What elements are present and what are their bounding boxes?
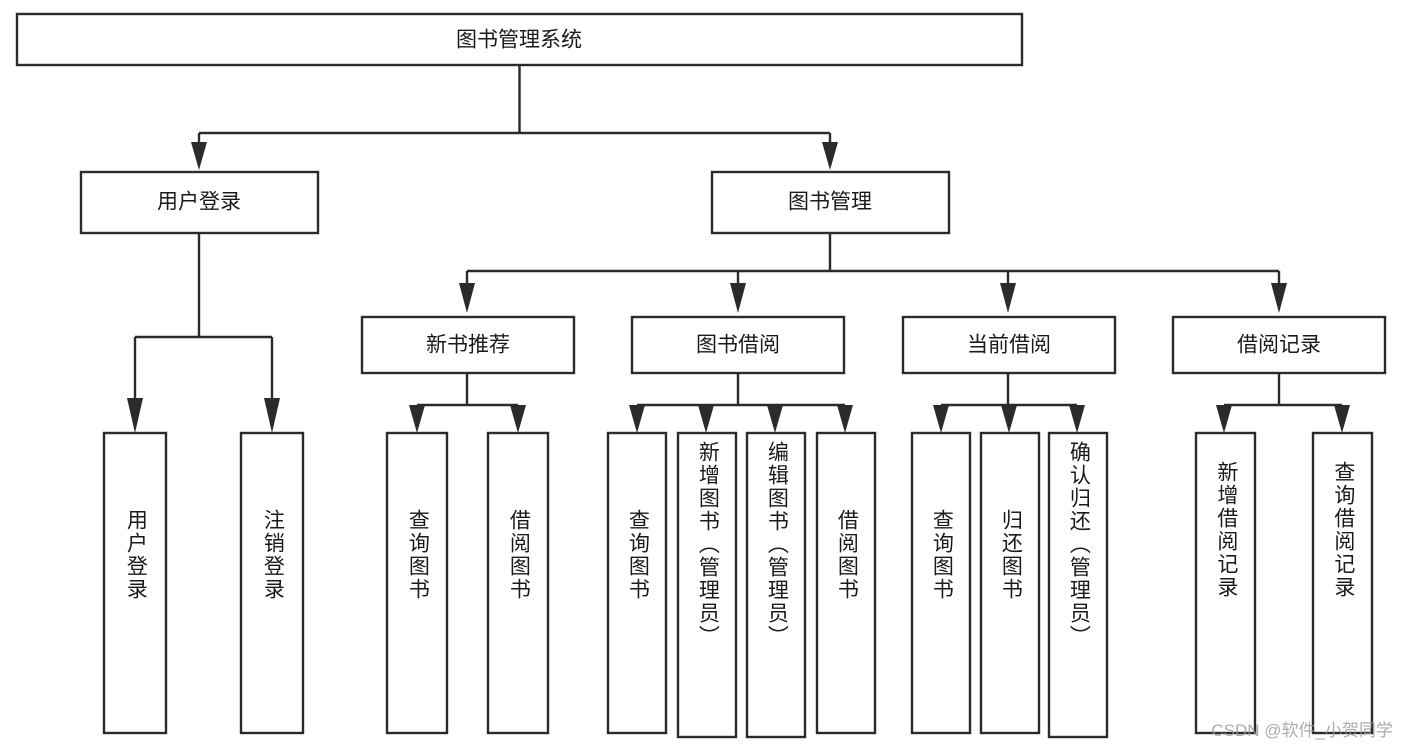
arrow-head-level3-3 — [1000, 283, 1016, 313]
connector-group-userlogin — [127, 233, 280, 433]
node-borrow-record[interactable]: 借阅记录 — [1171, 315, 1387, 375]
leaf-box-current-borrow-3[interactable] — [1047, 431, 1109, 739]
arrow-head-borrowrecord-leaf-1 — [1216, 405, 1232, 433]
connector-group-currentborrow — [933, 373, 1085, 433]
leaf-box-user-login-2[interactable] — [239, 431, 305, 735]
node-borrow-record-label: 借阅记录 — [1237, 334, 1321, 357]
node-current-borrow[interactable]: 当前借阅 — [901, 315, 1117, 375]
node-book-borrow-label: 图书借阅 — [696, 334, 780, 357]
arrow-head-borrowrecord-leaf-2 — [1334, 405, 1350, 433]
leaf-box-borrow-record-1[interactable] — [1194, 431, 1257, 735]
arrow-head-currentborrow-leaf-2 — [1001, 405, 1017, 433]
leaf-box-borrow-record-2[interactable] — [1311, 431, 1374, 735]
connector-group-borrowrecord — [1216, 373, 1350, 433]
leaf-box-book-borrow-4[interactable] — [815, 431, 877, 735]
arrow-head-userlogin — [191, 142, 207, 170]
node-root-label: 图书管理系统 — [456, 29, 582, 52]
leaf-box-user-login-1[interactable] — [102, 431, 168, 735]
node-new-book-recommend-label: 新书推荐 — [426, 334, 510, 357]
node-borrow-record-box[interactable] — [1171, 315, 1387, 375]
arrow-head-level3-1 — [459, 283, 475, 313]
arrow-head-userlogin-leaf-1 — [127, 398, 143, 433]
connector-group-newbook — [409, 373, 526, 433]
node-book-management-label: 图书管理 — [788, 191, 872, 214]
leaf-box-new-book-2[interactable] — [486, 431, 550, 735]
arrow-head-level3-4 — [1271, 283, 1287, 313]
arrow-head-userlogin-leaf-2 — [264, 398, 280, 433]
leaf-box-current-borrow-2[interactable] — [979, 431, 1041, 735]
leaf-box-new-book-1[interactable] — [385, 431, 449, 735]
node-current-borrow-label: 当前借阅 — [967, 334, 1051, 357]
arrow-head-bookborrow-leaf-1 — [629, 405, 645, 433]
connector-group-bookborrow — [629, 373, 853, 433]
node-user-login[interactable]: 用户登录 — [79, 170, 320, 235]
node-book-management[interactable]: 图书管理 — [710, 170, 951, 235]
arrow-head-bookborrow-leaf-4 — [837, 405, 853, 433]
node-book-management-box[interactable] — [710, 170, 951, 235]
node-book-borrow-box[interactable] — [630, 315, 846, 375]
arrow-head-currentborrow-leaf-1 — [933, 405, 949, 433]
node-root[interactable]: 图书管理系统 — [15, 12, 1024, 67]
arrow-head-bookborrow-leaf-3 — [767, 405, 783, 433]
node-user-login-box[interactable] — [79, 170, 320, 235]
arrow-head-newbook-leaf-1 — [409, 405, 425, 433]
node-new-book-recommend[interactable]: 新书推荐 — [360, 315, 576, 375]
node-new-book-recommend-box[interactable] — [360, 315, 576, 375]
connector-group-bookmgmt — [459, 233, 1287, 313]
leaf-box-current-borrow-1[interactable] — [910, 431, 972, 735]
connector-group-root — [191, 65, 838, 170]
leaf-box-book-borrow-2[interactable] — [676, 431, 738, 739]
node-current-borrow-box[interactable] — [901, 315, 1117, 375]
node-root-box[interactable] — [15, 12, 1024, 67]
arrow-head-currentborrow-leaf-3 — [1069, 405, 1085, 433]
arrow-head-level3-2 — [730, 283, 746, 313]
arrow-head-bookborrow-leaf-2 — [698, 405, 714, 433]
leaf-box-book-borrow-3[interactable] — [745, 431, 807, 739]
leaf-box-book-borrow-1[interactable] — [606, 431, 668, 735]
arrow-head-bookmgmt — [822, 142, 838, 170]
arrow-head-newbook-leaf-2 — [510, 405, 526, 433]
node-user-login-label: 用户登录 — [157, 191, 241, 214]
node-book-borrow[interactable]: 图书借阅 — [630, 315, 846, 375]
